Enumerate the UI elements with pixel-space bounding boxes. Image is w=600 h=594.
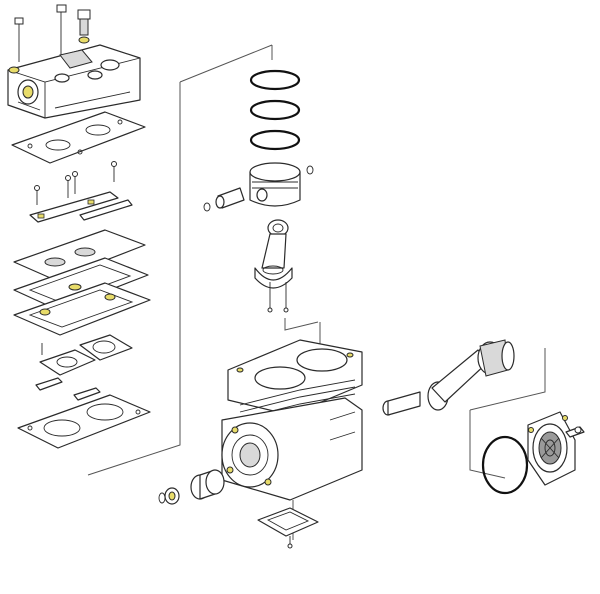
valve-screws <box>34 161 117 205</box>
end-cover <box>527 411 585 486</box>
piston-rings <box>249 69 301 151</box>
bearing-bushes <box>158 469 225 505</box>
cylinder-gasket <box>17 394 151 449</box>
head-bolts <box>8 4 91 74</box>
valve-plate <box>13 229 151 336</box>
crankcase <box>221 339 363 501</box>
cylinder-head <box>7 44 141 119</box>
reed-valve-plates <box>29 191 133 223</box>
head-gasket <box>11 111 146 164</box>
valve-gaskets <box>35 334 133 401</box>
connecting-rod <box>254 219 293 313</box>
bottom-cover <box>257 507 319 549</box>
piston <box>203 162 314 212</box>
crankshaft <box>382 339 515 416</box>
leader-lines <box>87 44 546 540</box>
o-ring <box>481 435 529 495</box>
